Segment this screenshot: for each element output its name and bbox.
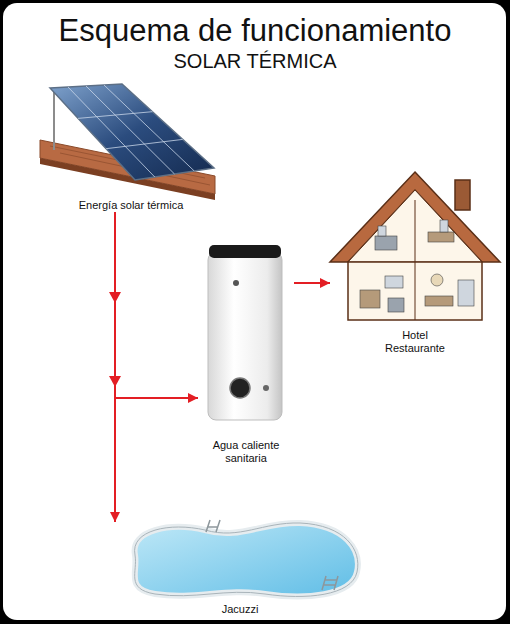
- pool-ladder: [206, 520, 338, 590]
- node-label: Energía solar térmica: [79, 199, 184, 212]
- tank-body: [208, 252, 282, 420]
- water-tank-picture: [208, 245, 282, 420]
- flow-arrow: [114, 212, 116, 522]
- solar-collector: Energía solar térmica: [42, 82, 220, 212]
- tank-port: [263, 385, 269, 391]
- tank-lid: [209, 245, 281, 258]
- node-label: Hotel Restaurante: [379, 329, 451, 355]
- collector-panel: [50, 84, 214, 180]
- panel-support: [53, 92, 55, 150]
- tank-gauge: [233, 280, 239, 286]
- flow-arrow: [115, 212, 198, 398]
- hot-water-tank: Agua caliente sanitaria: [198, 240, 294, 465]
- node-label: Agua caliente sanitaria: [202, 439, 290, 465]
- diagram-title: Esquema de funcionamiento: [0, 14, 510, 48]
- node-label: Jacuzzi: [222, 603, 259, 616]
- pool-picture: [135, 520, 358, 596]
- attic: [348, 190, 482, 262]
- furniture: [360, 220, 474, 312]
- pool-rim: [135, 523, 358, 597]
- solar-panel-picture: [40, 84, 215, 200]
- tank-flange: [230, 378, 250, 398]
- pool-water: [135, 523, 358, 597]
- flow-arrow: [294, 282, 330, 284]
- house-picture: [330, 172, 500, 320]
- ground-floor: [348, 262, 482, 320]
- hotel-building: Hotel Restaurante: [330, 165, 500, 355]
- panel-grid: [68, 85, 194, 177]
- pool: Jacuzzi: [110, 522, 370, 616]
- chimney: [455, 180, 470, 210]
- partition: [415, 262, 416, 320]
- roof: [330, 172, 500, 262]
- partition: [415, 200, 416, 262]
- subtitle: SOLAR TÉRMICA: [0, 50, 510, 72]
